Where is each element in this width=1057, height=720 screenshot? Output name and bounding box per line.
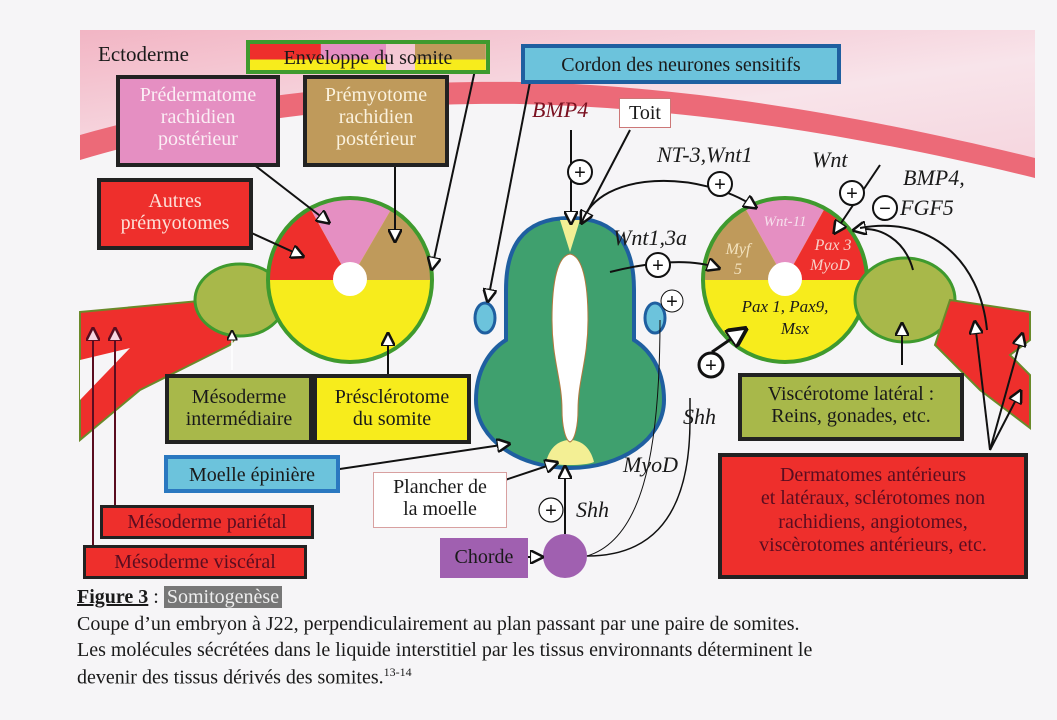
pax1-label: Pax 1, Pax9, xyxy=(741,297,829,316)
caption-line-3-text: devenir des tissus dérivés des somites. xyxy=(77,666,384,689)
caption-line-3: devenir des tissus dérivés des somites.1… xyxy=(77,665,412,690)
bmp4-fgf5-label-1: BMP4, xyxy=(903,165,965,190)
myod-label: MyoD xyxy=(622,452,678,477)
autres-line: Autres xyxy=(148,190,202,212)
right-lateral-plate xyxy=(933,298,1031,431)
plancher-label: Plancher de la moelle xyxy=(373,472,507,528)
mesoderme-parietal-label: Mésoderme pariétal xyxy=(100,505,314,539)
viscerotome-box: Viscérotome latéral : Reins, gonades, et… xyxy=(738,373,964,441)
premyotome-line: rachidien xyxy=(338,106,414,128)
plus-icon xyxy=(567,159,593,185)
plus-icon xyxy=(839,180,865,206)
premyotome-box: Prémyotome rachidien postérieur xyxy=(303,75,449,167)
wnt13a-label: Wnt1,3a xyxy=(613,225,687,250)
minus-icon xyxy=(872,195,898,221)
msx-label: Msx xyxy=(780,319,810,338)
reference-superscript: 13-14 xyxy=(383,665,412,679)
presclerotome-line: Présclérotome xyxy=(334,386,450,408)
viscerotome-line: Reins, gonades, etc. xyxy=(771,405,931,427)
myf5-label-2: 5 xyxy=(734,261,742,278)
wnt-label: Wnt xyxy=(812,147,848,172)
wnt11-label: Wnt-11 xyxy=(763,214,806,230)
right-somite xyxy=(701,196,869,364)
dermatomes-line: viscèrotomes antérieurs, etc. xyxy=(759,534,987,557)
dermatomes-line: et latéraux, sclérotomes non xyxy=(760,487,986,510)
plus-sign: + xyxy=(846,183,858,205)
plus-sign: + xyxy=(545,500,557,522)
myf5-label-1: Myf xyxy=(725,241,753,258)
mesoderme-intermediaire-box: Mésoderme intermédiaire xyxy=(165,374,313,444)
left-somite xyxy=(266,196,434,364)
predermatome-line: postérieur xyxy=(158,128,238,150)
caption-line-2: Les molécules sécrétées dans le liquide … xyxy=(77,639,813,661)
bmp4-fgf5-label-2: FGF5 xyxy=(899,195,954,220)
pax3-label: Pax 3 xyxy=(814,237,852,254)
mesoderme-int-line: Mésoderme xyxy=(191,386,287,408)
plus-sign: + xyxy=(652,255,664,277)
shh-right-label: Shh xyxy=(683,404,716,429)
mesoderme-int-line: intermédiaire xyxy=(185,408,293,430)
predermatome-line: Prédermatome xyxy=(139,84,257,106)
neural-tube xyxy=(473,215,667,471)
autres-premyotomes-box: Autres prémyotomes xyxy=(97,178,253,250)
plancher-line: la moelle xyxy=(403,498,477,520)
figure-number: Figure 3 xyxy=(77,586,149,608)
presclerotome-line: du somite xyxy=(352,408,432,430)
plus-sign: + xyxy=(714,174,726,196)
plancher-line: Plancher de xyxy=(393,476,487,498)
autres-line: prémyotomes xyxy=(120,212,230,234)
mesoderme-visceral-label: Mésoderme viscéral xyxy=(83,545,307,579)
myod-label-somite: MyoD xyxy=(809,257,850,274)
plus-icon xyxy=(697,351,725,379)
plus-sign: + xyxy=(574,162,586,184)
shh-bottom-label: Shh xyxy=(576,497,609,522)
toit-label: Toit xyxy=(619,98,671,128)
enveloppe-label: Enveloppe du somite xyxy=(246,40,490,74)
nt3-wnt1-label: NT-3,Wnt1 xyxy=(656,142,753,167)
bmp4-top-label: BMP4 xyxy=(532,97,588,122)
minus-sign: − xyxy=(879,198,891,220)
premyotome-line: postérieur xyxy=(336,128,416,150)
moelle-epiniere-label: Moelle épinière xyxy=(164,455,340,493)
plus-sign: + xyxy=(666,291,678,313)
caption-line-1: Coupe d’un embryon à J22, perpendiculair… xyxy=(77,613,800,635)
chorde-label: Chorde xyxy=(440,538,528,578)
plus-icon xyxy=(645,252,671,278)
plus-icon xyxy=(660,289,684,313)
notochord xyxy=(543,534,587,578)
figure-caption-title: Figure 3 : Somitogenèse xyxy=(77,586,283,609)
ectoderme-label: Ectoderme xyxy=(98,42,189,66)
predermatome-box: Prédermatome rachidien postérieur xyxy=(116,75,280,167)
viscerotome-line: Viscérotome latéral : xyxy=(767,383,935,405)
cordon-label: Cordon des neurones sensitifs xyxy=(521,44,841,84)
presclerotome-box: Présclérotome du somite xyxy=(313,374,471,444)
plus-icon xyxy=(538,497,564,523)
signal-markers xyxy=(538,159,898,523)
dermatomes-line: rachidiens, angiotomes, xyxy=(778,510,968,533)
figure-title: Somitogenèse xyxy=(163,586,283,608)
plus-sign: + xyxy=(705,355,717,377)
dermatomes-line: Dermatomes antérieurs xyxy=(779,464,967,486)
premyotome-line: Prémyotome xyxy=(324,84,428,106)
connector-lines xyxy=(93,69,1022,557)
plus-icon xyxy=(707,171,733,197)
caption-separator: : xyxy=(148,586,164,608)
predermatome-line: rachidien xyxy=(160,106,236,128)
dermatomes-box: Dermatomes antérieurs et latéraux, sclér… xyxy=(718,453,1028,579)
